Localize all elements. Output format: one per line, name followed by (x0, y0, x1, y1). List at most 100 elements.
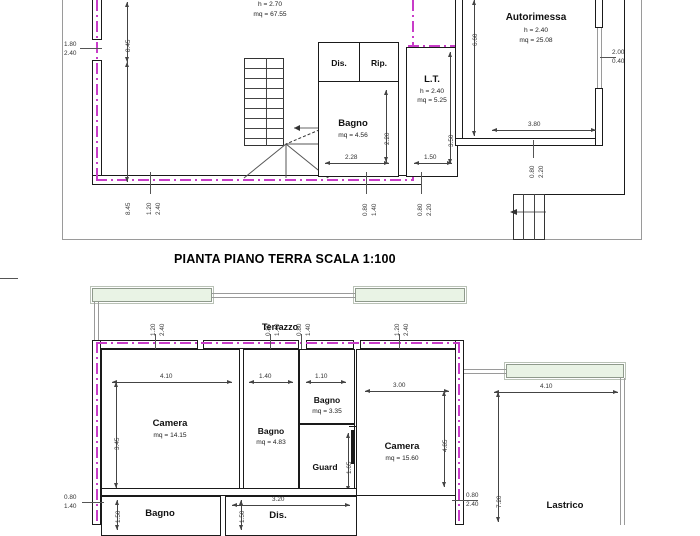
terrazzo-window-right (353, 286, 467, 304)
dim-bagno3-left: 1.50 (115, 510, 122, 523)
room-wall-lt (406, 47, 458, 177)
dim-bagno-width: 2.28 (345, 154, 358, 161)
dim-line-lt-height (448, 52, 452, 164)
room-wall-guard (299, 424, 355, 496)
dim-line-left-8-45 (125, 2, 129, 62)
lower-exterior-wall-top-b (203, 340, 299, 349)
sheet-edge-right (641, 0, 642, 240)
lastrico-edge-b (624, 378, 625, 525)
ext-stair-riser (534, 194, 535, 240)
lower-opening-5-height: 2.40 (466, 501, 479, 508)
opening-4-width: 0.80 (362, 203, 369, 216)
terrazzo-rail-a (212, 293, 355, 294)
dim-lt-width: 1.50 (424, 154, 437, 161)
room-label-bagno-3: Bagno (145, 508, 175, 519)
dim-left-8-45-lower: 8.45 (125, 202, 132, 215)
boundary-lt-top (408, 45, 460, 48)
door-track-guard (349, 426, 357, 428)
property-boundary-left (96, 0, 99, 182)
dim-guard-height: 1.65 (346, 461, 353, 474)
terrazzo-rail-left-a (94, 302, 95, 340)
upper-floor-plan: h = 2.70 mq = 67.55 8.45 8.45 1.80 2.40 … (0, 0, 700, 245)
room-label-bagno-upper: Bagno (338, 118, 368, 129)
room-label-guard: Guard (312, 462, 338, 472)
lower-opening-2-height: 1.40 (274, 323, 281, 336)
opening-6-height: 0.40 (612, 58, 625, 65)
opening-tick-5 (421, 172, 422, 194)
opening-tick-2 (150, 172, 151, 194)
room-area-camera-1: mq = 14.15 (153, 432, 187, 439)
opening-2-height: 2.40 (155, 202, 162, 215)
room-label-bagno-1: Bagno (257, 426, 285, 436)
staircase-upper (244, 58, 284, 146)
lastrico-rail-a (464, 369, 506, 370)
lower-opening-tick-6 (82, 502, 104, 503)
room-wall-bagno-2 (299, 349, 355, 424)
property-boundary-bottom (96, 179, 414, 182)
lower-opening-6-height: 1.40 (64, 503, 77, 510)
dim-lt-height: 3.50 (448, 134, 455, 147)
room-area-autorimessa: mq = 25.08 (519, 37, 553, 44)
lower-opening-1-height: 2.40 (159, 323, 166, 336)
dim-line-garage-height (472, 0, 476, 136)
stair-tread (244, 128, 284, 129)
dim-camera1-height: 3.45 (114, 437, 121, 450)
lower-opening-tick-1 (155, 334, 156, 362)
room-area-bagno-1: mq = 4.83 (256, 439, 286, 446)
dim-garage-bottom: 3.80 (528, 121, 541, 128)
garage-wall-left (455, 0, 463, 146)
lower-opening-tick-4 (399, 334, 400, 362)
room-label-lt: L.T. (424, 74, 440, 85)
lower-floor-plan: Terrazzo 1.20 2.40 0.80 1.40 0.80 1.40 1… (0, 278, 700, 536)
room-wall-dis (318, 42, 360, 82)
sheet-edge-left (62, 0, 63, 240)
dim-left-8-45: 8.45 (125, 39, 132, 52)
dim-lastrico-height: 7.20 (496, 495, 503, 508)
lastrico-rail-b (464, 373, 506, 374)
dim-bagno1-width: 1.40 (259, 373, 272, 380)
lower-opening-4-height: 2.40 (403, 323, 410, 336)
lastrico-edge-a (620, 378, 621, 525)
lower-opening-2-width: 0.80 (265, 323, 272, 336)
opening-tick-7 (533, 140, 534, 158)
opening-tick-4 (366, 172, 367, 194)
dim-dis-left: 1.50 (239, 510, 246, 523)
dim-line-lt-width (414, 161, 452, 165)
dim-line-bagno2-width (306, 380, 346, 384)
lower-opening-6-width: 0.80 (64, 494, 77, 501)
lower-boundary-left (96, 342, 99, 525)
stair-tread (244, 138, 284, 139)
lower-opening-4-width: 1.20 (394, 323, 401, 336)
garage-wall-right-lower (595, 88, 603, 146)
room-area-bagno-2: mq = 3.35 (312, 408, 342, 415)
dim-line-garage-bottom (492, 128, 596, 132)
dim-bagno2-width: 1.10 (315, 373, 328, 380)
sheet-edge-bottom (62, 239, 642, 240)
ext-stair-arrow (510, 209, 546, 215)
stair-tread (244, 108, 284, 109)
opening-tick-1 (80, 48, 102, 49)
lower-opening-1-width: 1.20 (150, 323, 157, 336)
dim-line-bagno-width (325, 161, 389, 165)
opening-2-width: 1.20 (146, 202, 153, 215)
dim-dis-width: 3.20 (272, 496, 285, 503)
dim-line-bagno-height (384, 90, 388, 162)
opening-tick-6 (600, 57, 616, 58)
stair-tread (244, 68, 284, 69)
lower-opening-5-width: 0.80 (466, 492, 479, 499)
main-space-height: h = 2.70 (257, 1, 282, 8)
dim-line-lastrico-height (496, 392, 500, 522)
dim-line-lastrico-width (494, 390, 618, 394)
ledge-wall-right (0, 278, 18, 279)
lower-boundary-top (96, 342, 458, 345)
lower-opening-tick-5 (452, 500, 478, 501)
stair-tread (244, 78, 284, 79)
room-label-dis: Dis. (331, 58, 347, 68)
room-label-dis-lower: Dis. (269, 510, 287, 521)
room-label-rip: Rip. (370, 58, 388, 68)
stair-tread (244, 98, 284, 99)
section-title: PIANTA PIANO TERRA SCALA 1:100 (174, 252, 396, 266)
opening-6-width: 2.00 (612, 49, 625, 56)
interior-wall-corridor (101, 488, 357, 496)
stair-tread (244, 88, 284, 89)
